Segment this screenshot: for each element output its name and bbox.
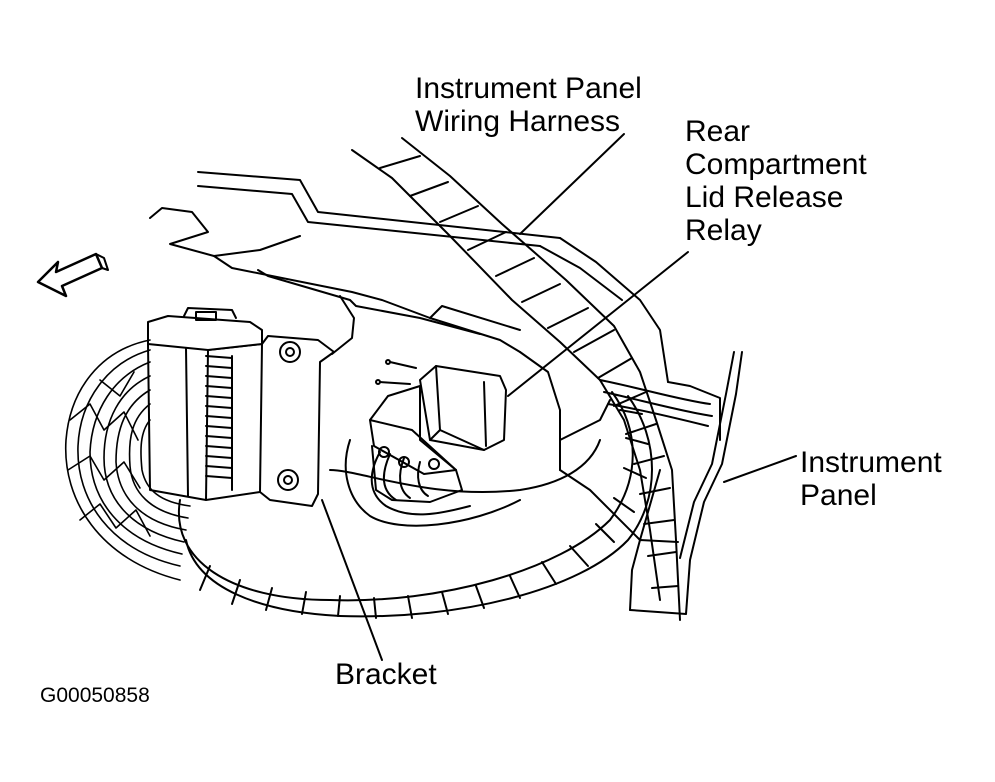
dash-frame (149, 171, 669, 471)
wire-bundle (64, 339, 191, 581)
label-line: Wiring Harness (415, 105, 621, 138)
label-line: Relay (685, 214, 762, 247)
instrument-panel (559, 351, 743, 615)
label-line: Bracket (335, 658, 437, 691)
instrument-panel-harness (351, 137, 713, 621)
arrow-left-icon (36, 252, 109, 298)
bulkhead-connector (147, 307, 263, 501)
bracket-leader (321, 499, 383, 661)
label-line: Panel (800, 479, 877, 512)
label-line: Rear (685, 115, 751, 148)
relay-leader (507, 251, 689, 397)
figure-id: G00050858 (40, 684, 150, 707)
label-line: Instrument Panel (415, 72, 642, 105)
panel-leader (723, 455, 797, 483)
instrument-panel-label: Instrument Panel (800, 446, 942, 512)
harness-leader (519, 133, 625, 235)
label-line: Lid Release (685, 181, 844, 214)
relay-label: Rear Compartment Lid Release Relay (685, 115, 867, 247)
label-line: Instrument (800, 446, 942, 479)
instrument-panel-wiring-harness-label: Instrument Panel Wiring Harness (415, 72, 642, 138)
bracket-label: Bracket (335, 658, 437, 691)
bracket (205, 335, 335, 507)
leader-lines (321, 133, 797, 661)
lower-harness-loop (177, 391, 653, 619)
label-line: Compartment (685, 148, 867, 181)
rear-compartment-lid-release-relay (344, 359, 521, 527)
